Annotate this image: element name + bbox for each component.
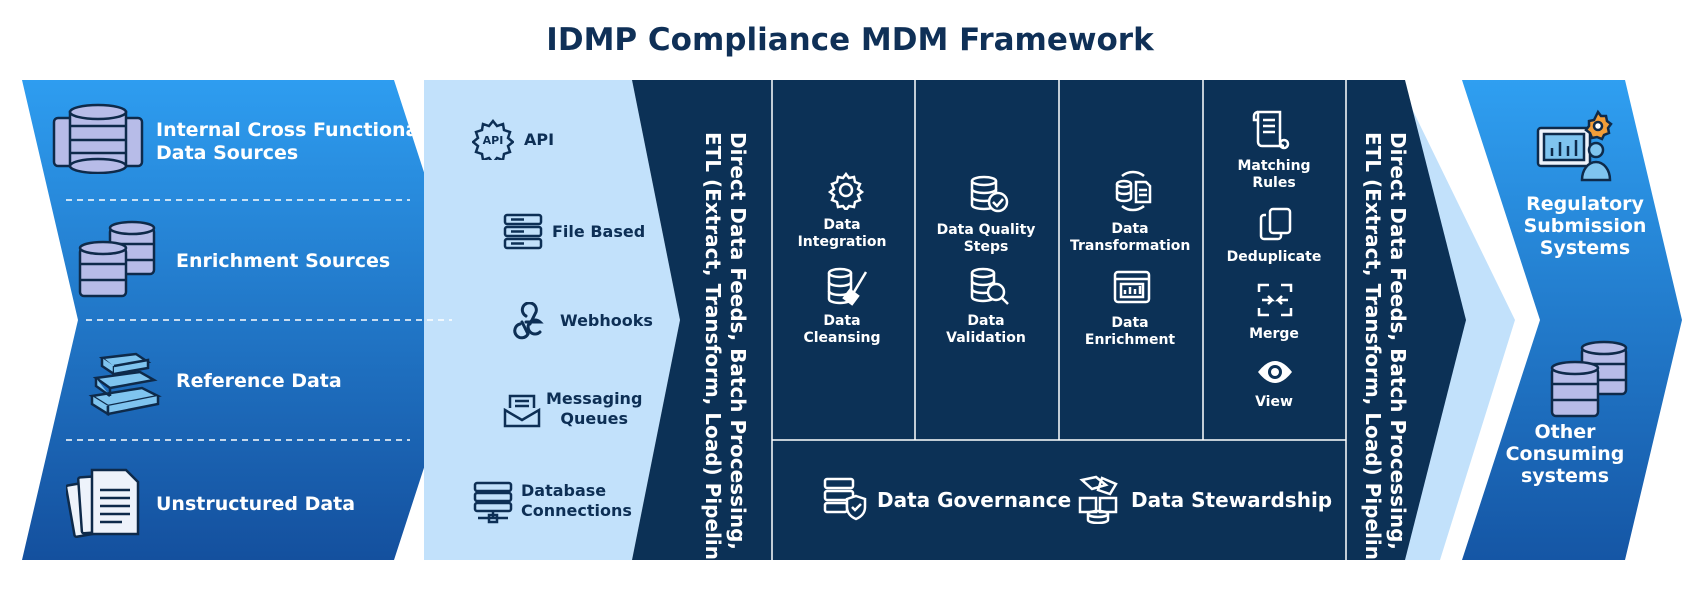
process-label-cleansing: Data Cleansing [803,313,881,346]
database-search-icon [970,267,1009,305]
transform-icon [1115,170,1152,212]
database-broom-icon [827,267,868,306]
webhooks-icon [513,302,544,340]
process-label-enrichment: Data Enrichment [1084,315,1176,348]
process-label-integration: Data Integration [797,217,887,250]
process-label-validation: Data Validation [946,313,1026,346]
message-tray-icon [503,394,541,428]
databases-icon [1550,340,1628,418]
process-label-matching-rules: Matching Rules [1237,158,1311,191]
pipeline-line-1: Direct Data Feeds, Batch Processing, [726,132,750,550]
source-label-enrichment: Enrichment Sources [176,250,391,272]
books-icon [88,352,162,416]
source-label-internal: Internal Cross Functional Data Sources [156,119,425,164]
output-label-regulatory: Regulatory Submission Systems [1523,193,1647,259]
pipeline-label-left: Direct Data Feeds, Batch Processing, ETL… [700,132,750,585]
file-server-icon [503,213,543,250]
source-label-reference: Reference Data [176,370,342,392]
outputs-panel [1462,80,1682,560]
connector-label-api: API [524,130,555,149]
stewardship-label: Data Stewardship [1131,488,1333,512]
connectors-panel [424,80,680,560]
pipeline-line-1: Direct Data Feeds, Batch Processing, [1386,132,1410,550]
databases-icon [78,220,156,298]
copy-icon [1259,207,1292,241]
pipeline-line-2: ETL (Extract, Transform, Load) Pipelines [1361,132,1385,586]
governance-label: Data Governance [877,488,1072,512]
process-label-deduplicate: Deduplicate [1226,249,1322,265]
svg-text:API: API [483,134,504,147]
database-stack-icon [52,103,144,174]
database-network-icon [473,481,513,524]
output-feed-strip [1348,80,1515,560]
documents-icon [66,468,140,539]
server-shield-icon [823,477,867,521]
pipeline-label-right: Direct Data Feeds, Batch Processing, ETL… [1360,132,1410,585]
connector-label-messaging-queues: Messaging Queues [546,389,643,428]
navy-arrow-tip [1348,80,1466,560]
pipeline-line-2: ETL (Extract, Transform, Load) Pipelines [701,132,725,586]
process-label-merge: Merge [1249,326,1299,342]
database-check-icon [970,175,1009,213]
merge-icon [1257,283,1293,317]
process-label-transformation: Data Transformation [1070,221,1191,254]
page-title: IDMP Compliance MDM Framework [546,22,1154,58]
connector-label-database-connections: Database Connections [521,481,632,520]
scroll-icon [1252,110,1290,150]
output-label-consuming: Other Consuming systems [1505,421,1625,487]
source-label-unstructured: Unstructured Data [156,493,356,515]
connector-label-webhooks: Webhooks [560,311,653,330]
eye-icon [1258,361,1292,383]
connector-label-file-based: File Based [552,222,646,241]
api-gear-icon: API [472,118,514,160]
boxes-icon [1078,475,1118,524]
process-label-quality-steps: Data Quality Steps [936,222,1036,255]
process-label-view: View [1255,394,1293,410]
regulatory-icon [1536,109,1613,182]
integration-gear-icon [827,171,865,210]
enrichment-dashboard-icon [1113,270,1151,304]
